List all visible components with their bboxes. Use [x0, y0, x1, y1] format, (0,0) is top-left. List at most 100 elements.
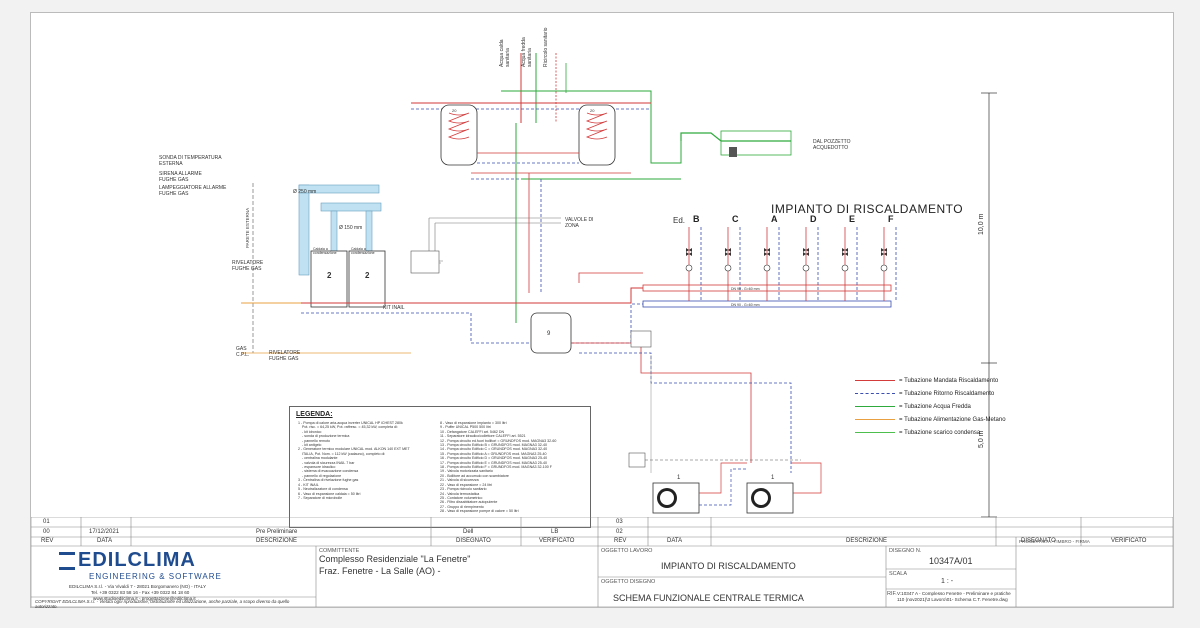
key-label: = Tubazione Ritorno Riscaldamento — [899, 391, 995, 397]
column-header: VERIFICATO — [1111, 538, 1147, 544]
committente-location: Fraz. Fenetre - La Salle (AO) - — [319, 566, 441, 576]
building-label: C — [732, 214, 739, 224]
legend-line: 24 - Valvola termostatica — [440, 491, 480, 496]
legend-line: - espansore idraulico — [298, 465, 336, 470]
legend-line: 22 - Vaso di espansione = 24 litri — [440, 482, 492, 487]
oggetto-disegno-label: OGGETTO DISEGNO — [601, 579, 656, 585]
building-label: D — [810, 214, 817, 224]
legend-line: 15 - Pompa circuito Edificio A = GRUNDFO… — [440, 451, 547, 456]
column-header: REV — [614, 538, 627, 544]
rif-label: RIF. — [887, 591, 897, 597]
key-swatch — [855, 431, 895, 433]
committente: Complesso Residenziale "La Fenetre" — [319, 554, 471, 564]
legend-title: LEGENDA: — [296, 411, 333, 418]
legend-line: 10 - Defangatore CALEFFI art. 5462 DN — [440, 429, 505, 434]
disegno-label: DISEGNO N. — [889, 548, 922, 554]
legend-line: 19 - Valvola motorizzata sanitario — [440, 469, 493, 474]
rif: V:10347 A - Complesso Fenetre - Prelimin… — [897, 591, 1011, 602]
disegno-number: 10347A/01 — [929, 556, 973, 566]
legend-line: - centralina modulante — [298, 456, 338, 461]
column-header: DESCRIZIONE — [846, 538, 888, 544]
key-row: = Tubazione Alimentazione Gas-Metano — [855, 417, 1006, 423]
key-row: = Tubazione Acqua Fredda — [855, 404, 971, 410]
rev-number: 03 — [616, 519, 623, 525]
pump-icon — [724, 264, 732, 272]
legend-line: 21 - Valvola di sicurezza — [440, 478, 479, 483]
rev-number: 00 — [43, 529, 50, 535]
legend-line: 14 - Pompa circuito Edificio C = GRUNDFO… — [440, 447, 548, 452]
legend-line: 5 - Neutralizzatore di condensa — [298, 487, 348, 492]
building-label: A — [771, 214, 778, 224]
legend-column-2: 8 - Vaso di espansione impianto = 300 li… — [440, 421, 585, 514]
legend-line: 18 - Pompa circuito Edificio F = GRUNDFO… — [440, 465, 552, 470]
rev-verified: LB — [551, 529, 559, 535]
legend-line: 2 - Generatore termico modulare UNICAL m… — [298, 447, 410, 452]
schema-diagram: 10,0 m 5,0 m 20 20 2 2 PARETE ESTERNA — [241, 53, 997, 518]
column-header: DISEGNATO — [456, 538, 491, 544]
rev-date: 17/12/2021 — [89, 529, 120, 535]
company-address: EDILCLIMA S.r.l. - Via Vivaldi 7 - 28021… — [69, 584, 207, 589]
column-header: VERIFICATO — [539, 538, 575, 544]
legend-line: 6 - Vaso di espansione caldaia = 50 litr… — [298, 491, 361, 496]
copyright: COPYRIGHT EDILCLIMA S.r.l. - Vietata ogn… — [35, 599, 290, 609]
key-row: = Tubazione Ritorno Riscaldamento — [855, 391, 994, 397]
label-rivelatore-2: RIVELATORE FUGHE GAS — [269, 350, 301, 362]
column-header: DISEGNATO — [1021, 538, 1056, 544]
legend-line: - sistema di evacuazione condensa — [298, 469, 359, 474]
key-swatch — [855, 379, 895, 381]
company-phone: Tel. +39 0322 83 58 16 - Fax +39 0322 84… — [91, 590, 190, 595]
label-rivelatore-1: RIVELATORE FUGHE GAS — [232, 260, 264, 272]
pump-icon — [880, 264, 888, 272]
svg-text:1: 1 — [771, 475, 775, 481]
pump-icon — [802, 264, 810, 272]
legend-box: LEGENDA: 1 - Pompa di calore aria-acqua … — [289, 406, 591, 528]
company-web: www.studioedilclima.it - progettazione@e… — [93, 596, 196, 601]
key-label: = Tubazione scarico condensa — [899, 430, 981, 436]
rev-drawn: Dell — [463, 529, 474, 535]
legend-line: - sonda di produzione termica — [298, 434, 350, 439]
valve-icon — [842, 248, 848, 256]
rev-number: 02 — [616, 529, 623, 535]
oggetto-lavoro-label: OGGETTO LAVORO — [601, 548, 653, 554]
rev-number: 01 — [43, 519, 50, 525]
dn-ritorno: DN 90 - G=60 mm — [731, 303, 760, 307]
dim-10m: 10,0 m — [978, 213, 985, 235]
legend-line: 16 - Pompa circuito Edificio D = GRUNDFO… — [440, 456, 548, 461]
svg-text:20: 20 — [590, 108, 595, 113]
key-row: = Tubazione Mandata Riscaldamento — [855, 378, 998, 384]
oggetto-lavoro: IMPIANTO DI RISCALDAMENTO — [661, 561, 796, 571]
label-d150: Ø 150 mm — [339, 225, 363, 231]
key-swatch — [855, 405, 895, 407]
key-row: = Tubazione scarico condensa — [855, 430, 980, 436]
key-swatch — [855, 418, 895, 420]
legend-line: 12 - Pompa circuito ed.fuori bollitori =… — [440, 438, 557, 443]
pump-icon — [685, 264, 693, 272]
legend-line: 20 - Bollitore ad accumulo con scambiato… — [440, 473, 509, 478]
title-block-grid — [31, 517, 1173, 607]
legend-line: 27 - Gruppo di riempimento — [440, 504, 484, 509]
svg-text:9: 9 — [547, 331, 551, 337]
company-tagline: ENGINEERING & SOFTWARE — [89, 572, 222, 581]
pump-icon — [841, 264, 849, 272]
building-label: E — [849, 214, 856, 224]
rev-description: Pre Preliminare — [256, 529, 298, 535]
key-label: = Tubazione Acqua Fredda — [899, 404, 971, 410]
column-header: DESCRIZIONE — [256, 538, 298, 544]
label-caldaia-2: Caldaia a condensazione — [351, 247, 375, 255]
drawing-sheet: 10,0 m 5,0 m 20 20 2 2 PARETE ESTERNA — [30, 12, 1174, 609]
key-swatch — [855, 392, 895, 394]
legend-line: - valvola di sicurezza INAIL 7 bar — [298, 460, 355, 465]
legend-line: 11 - Separatore idraulico/collettore CAL… — [440, 434, 526, 439]
svg-text:2: 2 — [365, 271, 370, 280]
valve-icon — [764, 248, 770, 256]
svg-text:20: 20 — [452, 108, 457, 113]
legend-line: 7 - Separatore di microbolle — [298, 495, 343, 500]
label-acqua-fredda: Acqua fredda sanitaria — [521, 37, 533, 67]
impianto-title: IMPIANTO DI RISCALDAMENTO — [771, 202, 964, 216]
dn-mandata: DN 90 - G=60 mm — [731, 287, 760, 291]
legend-line: - pannello di regolazione — [298, 473, 342, 478]
building-label: F — [888, 214, 894, 224]
label-lampeggiatore: LAMPEGGIATORE ALLARME FUGHE GAS — [159, 185, 227, 197]
valve-icon — [881, 248, 887, 256]
svg-text:2: 2 — [327, 271, 332, 280]
